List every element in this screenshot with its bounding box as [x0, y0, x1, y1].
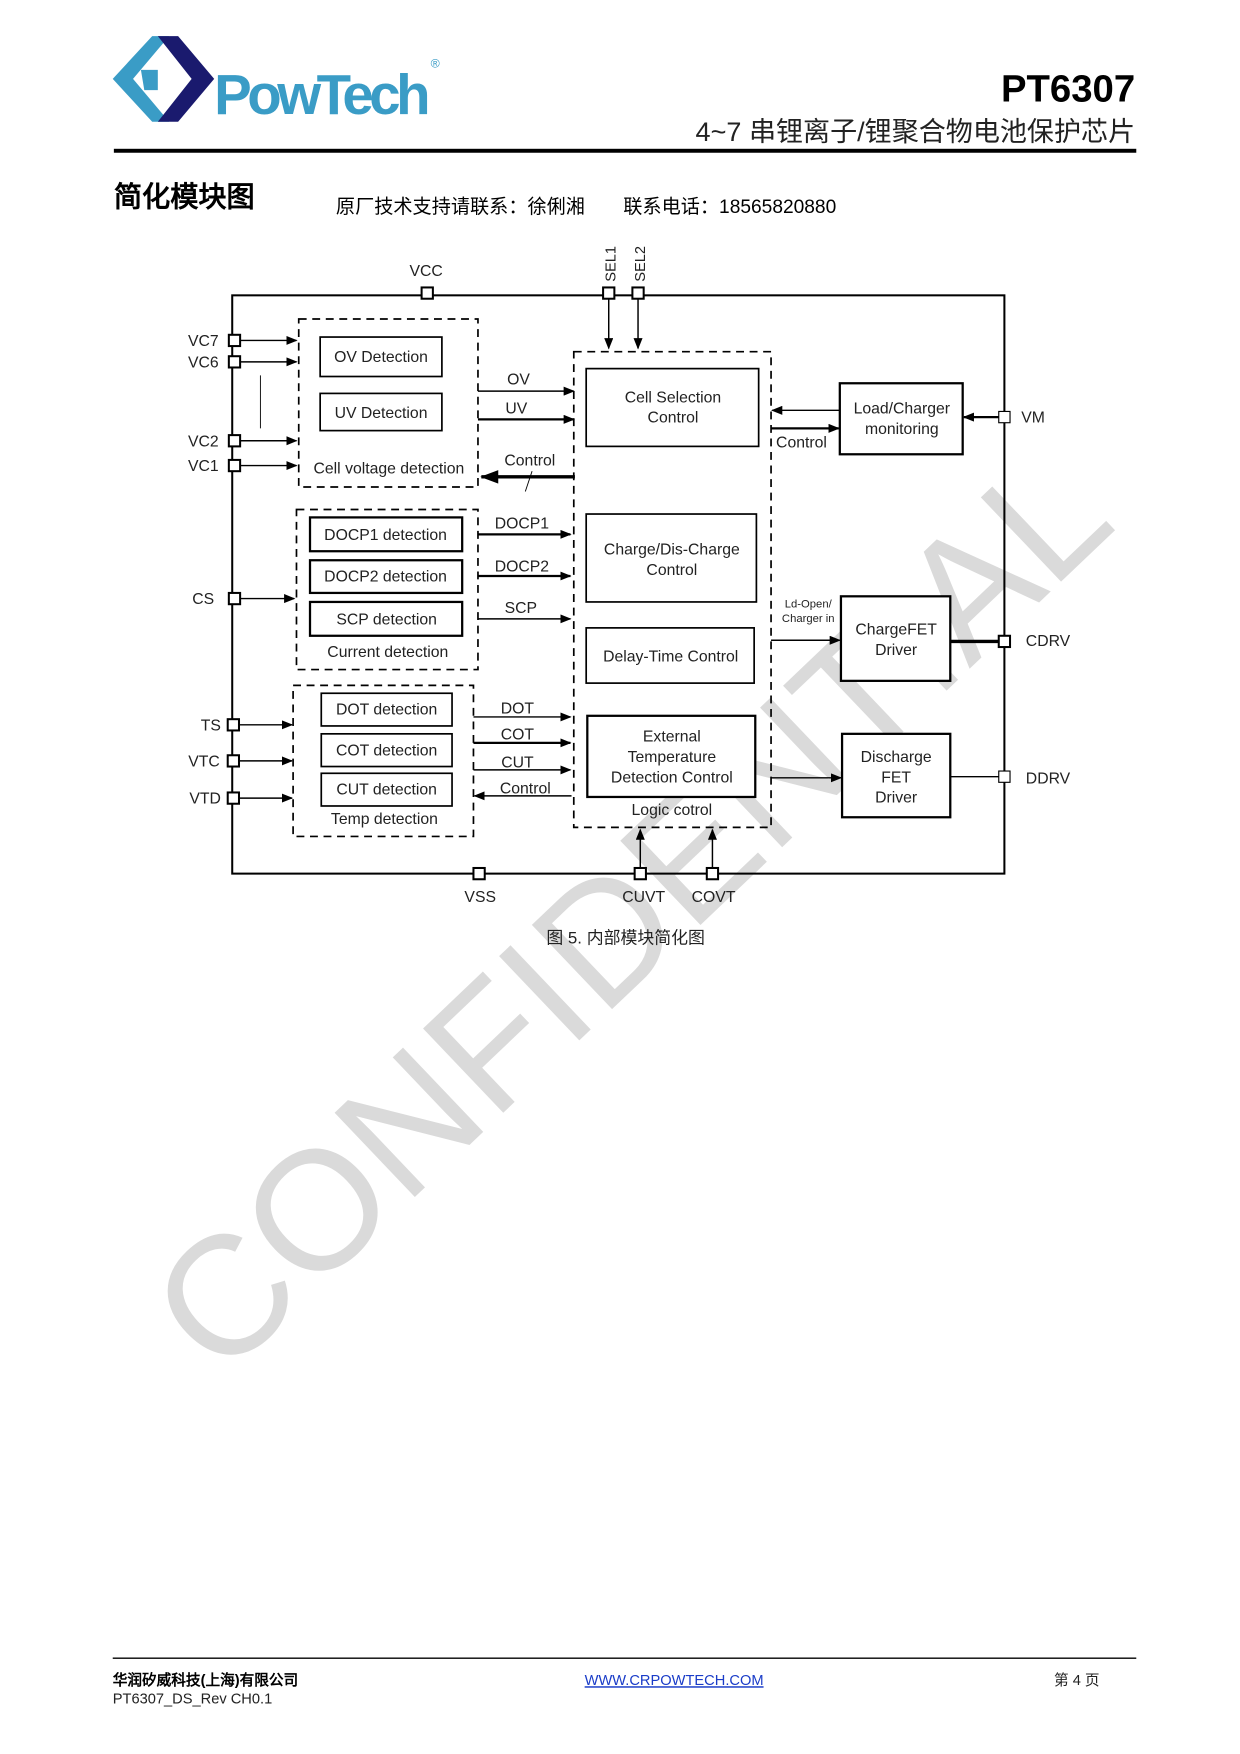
signal-control-cell: Control	[504, 453, 555, 470]
signal-dot: DOT	[501, 701, 535, 718]
contact-info: 原厂技术支持请联系：徐俐湘 联系电话：18565820880	[336, 196, 836, 218]
delay-time-control-block: Delay-Time Control	[603, 649, 738, 666]
pin-label-vcc: VCC	[409, 263, 442, 280]
discharge-fet-driver-block: Discharge	[861, 749, 932, 766]
scp-detection-block: SCP detection	[336, 611, 437, 628]
signal-control-load: Control	[776, 435, 827, 452]
pin-label-vc1: VC1	[188, 458, 219, 475]
ov-detection-block: OV Detection	[334, 349, 428, 366]
cot-detection-block: COT detection	[336, 742, 437, 759]
pin-label-ddrv: DDRV	[1026, 770, 1071, 787]
temp-detection-label: Temp detection	[331, 811, 438, 828]
logic-control-label: Logic cotrol	[632, 802, 713, 819]
cut-detection-block: CUT detection	[336, 782, 436, 799]
pin-label-ts: TS	[201, 717, 221, 734]
signal-charger-in: Charger in	[782, 613, 835, 625]
powtech-logo: PowTech ®	[112, 36, 440, 126]
section-title: 简化模块图	[114, 180, 255, 212]
website-link[interactable]: WWW.CRPOWTECH.COM	[585, 1673, 764, 1689]
pin-label-cs: CS	[192, 591, 214, 608]
header-rule	[113, 148, 1137, 153]
footer-company: 华润矽威科技(上海)有限公司	[113, 1671, 298, 1689]
pin-sel2	[631, 286, 645, 300]
pin-label-cuvt: CUVT	[622, 889, 665, 906]
pin-vcc	[420, 286, 434, 300]
load-charger-monitoring-block: Load/Charger	[854, 401, 950, 418]
cell-selection-control-line2: Control	[648, 410, 699, 427]
load-charger-monitoring-line2: monitoring	[865, 421, 939, 438]
pin-label-vc6: VC6	[188, 354, 219, 371]
pin-label-vc2: VC2	[188, 433, 219, 450]
signal-control-temp: Control	[500, 781, 551, 798]
charge-discharge-control-line2: Control	[646, 562, 697, 579]
pin-label-vss: VSS	[464, 889, 496, 906]
pin-label-cdrv: CDRV	[1026, 633, 1071, 650]
charge-discharge-control-block: Charge/Dis-Charge	[604, 542, 740, 559]
current-detection-label: Current detection	[327, 644, 448, 661]
pin-label-vc7: VC7	[188, 333, 219, 350]
chargefet-driver-block: ChargeFET	[855, 622, 937, 639]
uv-detection-block: UV Detection	[335, 405, 428, 422]
pin-label-vm: VM	[1021, 410, 1045, 427]
docp1-detection-block: DOCP1 detection	[324, 527, 447, 544]
pin-label-sel2: SEL2	[633, 246, 649, 282]
chargefet-driver-line2: Driver	[875, 642, 917, 659]
figure-caption: 图 5. 内部模块简化图	[546, 929, 705, 948]
external-temp-control-block: External	[643, 729, 701, 746]
registered-mark: ®	[431, 57, 440, 71]
pin-label-vtd: VTD	[189, 791, 221, 808]
signal-docp1: DOCP1	[495, 516, 549, 533]
signal-scp: SCP	[505, 600, 537, 617]
pin-sel1	[602, 286, 616, 300]
part-number: PT6307	[1001, 67, 1135, 110]
docp2-detection-block: DOCP2 detection	[324, 569, 447, 586]
footer-doc-rev: PT6307_DS_Rev CH0.1	[113, 1691, 273, 1707]
signal-ld-open: Ld-Open/	[785, 599, 833, 611]
signal-cot: COT	[501, 726, 535, 743]
discharge-fet-driver-line2: FET	[881, 769, 911, 786]
pin-label-vtc: VTC	[188, 754, 220, 771]
signal-ov: OV	[507, 371, 530, 388]
discharge-fet-driver-line3: Driver	[875, 790, 917, 807]
cell-voltage-detection-label: Cell voltage detection	[314, 460, 465, 477]
dot-detection-block: DOT detection	[336, 702, 437, 719]
external-temp-control-line3: Detection Control	[611, 769, 733, 786]
external-temp-control-line2: Temperature	[628, 749, 717, 766]
page-number: 第 4 页	[1054, 1671, 1100, 1689]
block-diagram: VCC SEL1 SEL2 VC7 VC6 VC2 VC1 CS TS VTC …	[188, 246, 1071, 906]
logo-text: PowTech	[214, 63, 430, 126]
cell-selection-control-block: Cell Selection	[625, 389, 721, 406]
signal-uv: UV	[505, 401, 527, 418]
pin-label-sel1: SEL1	[603, 246, 619, 282]
pin-label-covt: COVT	[692, 889, 736, 906]
website-link-text[interactable]: WWW.CRPOWTECH.COM	[585, 1673, 764, 1689]
signal-docp2: DOCP2	[495, 559, 549, 576]
signal-cut: CUT	[501, 755, 534, 772]
product-subtitle: 4~7 串锂离子/锂聚合物电池保护芯片	[696, 117, 1136, 147]
